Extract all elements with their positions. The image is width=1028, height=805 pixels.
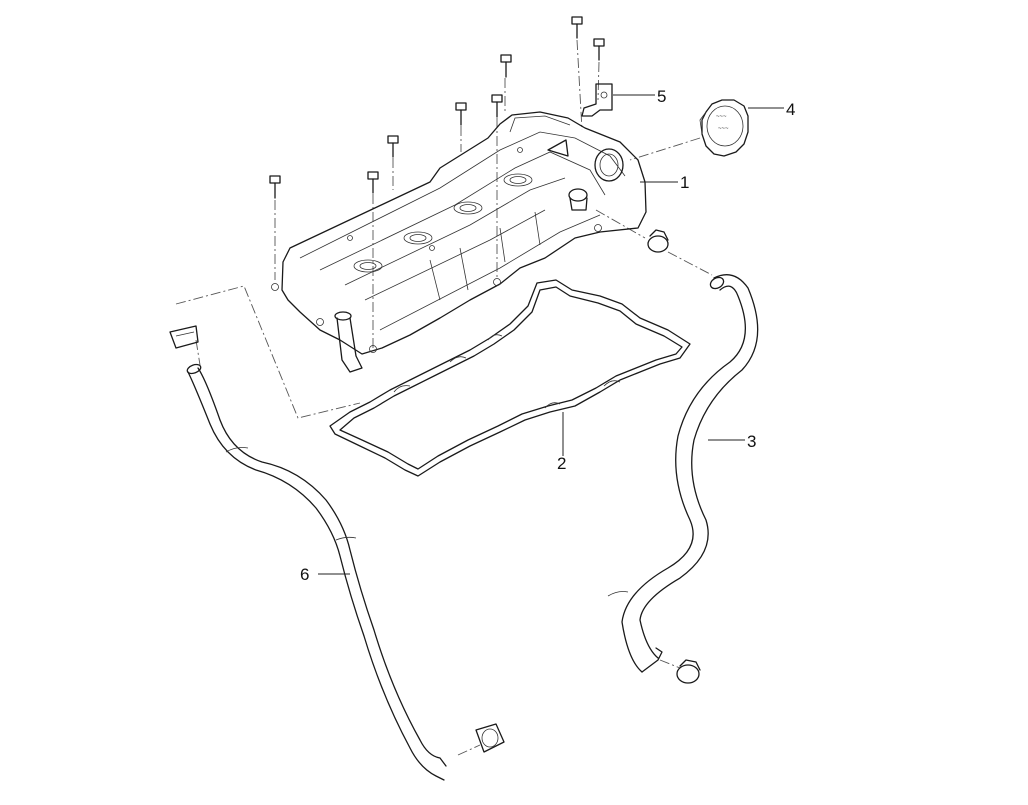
callout-1: 1: [680, 173, 689, 192]
gasket: [329, 279, 691, 477]
clamp-icon: [647, 229, 669, 253]
bolt-icon: [387, 135, 399, 158]
bolt-icon: [269, 175, 281, 199]
bolt-icon: [571, 16, 583, 39]
bolt-icon: [593, 38, 605, 61]
assembly-lines: [175, 39, 713, 756]
oil-filler-cap: ~~~ ~~~: [699, 99, 749, 157]
callout-6: 6: [300, 565, 309, 584]
bolt-icon: [491, 94, 503, 118]
valve-cover: [271, 111, 647, 373]
bolt-icon: [455, 102, 467, 126]
breather-hose: [607, 274, 759, 673]
svg-text:~~~: ~~~: [716, 114, 727, 120]
pcv-hose: [186, 363, 447, 781]
bolts: [269, 16, 605, 199]
clamp-icon: [169, 325, 199, 349]
callout-5: 5: [657, 87, 666, 106]
callouts: 1 2 3 4 5 6: [300, 87, 795, 584]
hose-clamps: [169, 229, 701, 753]
bracket: [581, 83, 613, 117]
svg-text:~~~: ~~~: [718, 126, 729, 132]
leaders: [318, 94, 784, 575]
callout-3: 3: [747, 432, 756, 451]
callout-4: 4: [786, 100, 795, 119]
clamp-icon: [676, 659, 701, 684]
callout-2: 2: [557, 454, 566, 473]
bolt-icon: [367, 171, 379, 194]
clamp-icon: [475, 723, 505, 753]
bolt-icon: [500, 54, 512, 78]
